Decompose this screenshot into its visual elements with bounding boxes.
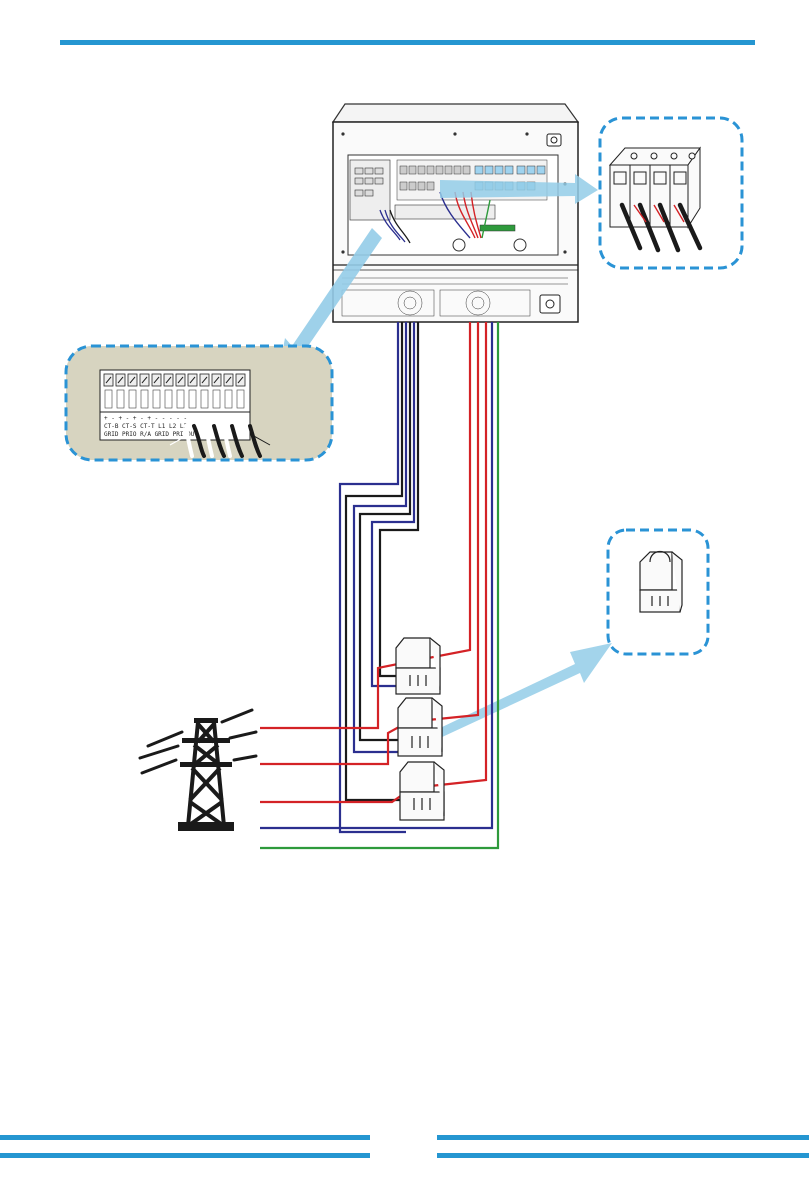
ct-clamp-1 xyxy=(396,638,440,694)
terminal-slot xyxy=(201,390,208,408)
terminal-slot xyxy=(225,390,232,408)
ct-pointer-arrow xyxy=(440,643,612,738)
terminal-block-callout: + - + - + - + - - - - - CT-B CT-S CT-T L… xyxy=(66,346,332,460)
terminal-slot xyxy=(177,390,184,408)
terminal-slot xyxy=(153,390,160,408)
inverter-icon xyxy=(333,104,578,322)
ct-clamp-3 xyxy=(400,762,444,820)
ct-clamp-2 xyxy=(398,698,442,756)
terminal-slot xyxy=(237,390,244,408)
footer-rules xyxy=(0,1135,809,1158)
header-rule xyxy=(60,40,755,45)
terminal-row-label-2: CT-B CT-S CT-T L1 L2 L3 xyxy=(104,423,187,430)
terminal-row-label-1: + - + - + - + - - - - - xyxy=(104,415,187,422)
power-tower-icon xyxy=(140,710,256,831)
terminal-slot xyxy=(213,390,220,408)
terminal-slot xyxy=(141,390,148,408)
terminal-slot xyxy=(189,390,196,408)
breaker-callout xyxy=(600,118,742,268)
terminal-slot xyxy=(105,390,112,408)
terminal-slot xyxy=(165,390,172,408)
terminal-slot xyxy=(117,390,124,408)
ct-callout xyxy=(608,530,708,654)
terminal-slot xyxy=(129,390,136,408)
